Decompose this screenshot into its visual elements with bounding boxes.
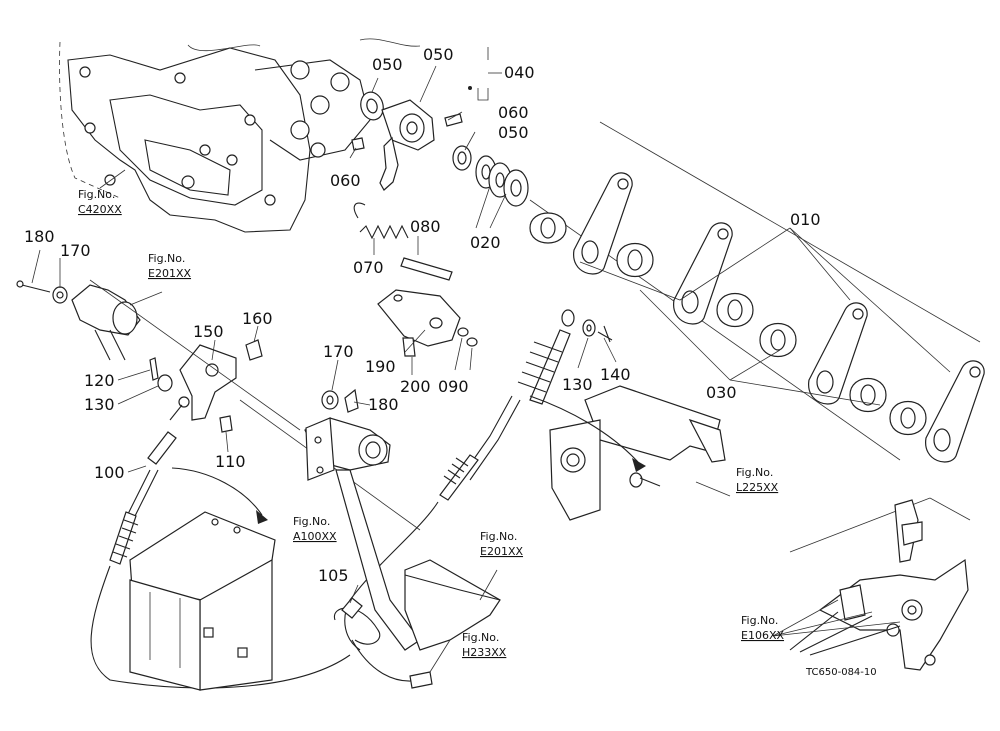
fig-ref-word: Fig.No. [148, 252, 185, 265]
part-label: 105 [318, 566, 349, 585]
part-label: 130 [562, 375, 593, 394]
left-linkage [16, 279, 421, 531]
part-label: 090 [438, 377, 469, 396]
part-label: 180 [368, 395, 399, 414]
fig-ref-code: L225XX [736, 481, 779, 494]
cable-left [90, 431, 351, 689]
fig-ref-word: Fig.No. [78, 188, 115, 201]
part-label: 100 [94, 463, 125, 482]
part-label: 070 [353, 258, 384, 277]
part-label: 010 [790, 210, 821, 229]
part-label: 030 [706, 383, 737, 402]
part-label: 190 [365, 357, 396, 376]
part-label: 140 [600, 365, 631, 384]
part-label: 160 [242, 309, 273, 328]
part-label: 020 [470, 233, 501, 252]
fig-ref-word: Fig.No. [741, 614, 778, 627]
pedal-assembly [304, 388, 501, 651]
transmission-housing [59, 38, 421, 233]
cable-right [344, 309, 613, 651]
part-label: 050 [423, 45, 454, 64]
part-label: 050 [372, 55, 403, 74]
part-label: 060 [498, 103, 529, 122]
part-label: 040 [504, 63, 535, 82]
part-label: 130 [84, 395, 115, 414]
part-label: 110 [215, 452, 246, 471]
part-label: 200 [400, 377, 431, 396]
part-labels: 050 050 040 060 050 060 020 080 070 010 … [24, 45, 821, 585]
bracket-a100xx [129, 511, 276, 691]
assembly-e106xx [789, 497, 971, 671]
part-label: 170 [60, 241, 91, 260]
fig-ref-code: E201XX [148, 267, 191, 280]
part-label: 080 [410, 217, 441, 236]
fig-ref-word: Fig.No. [736, 466, 773, 479]
fig-ref-word: Fig.No. [293, 515, 330, 528]
fig-ref-code: C420XX [78, 203, 122, 216]
lever-assembly [351, 86, 472, 191]
part-label: 180 [24, 227, 55, 246]
clamp-105 [333, 597, 433, 689]
figure-refs: Fig.No. C420XX Fig.No. E201XX Fig.No. L2… [78, 188, 784, 659]
leader-lines [31, 47, 951, 673]
fig-ref-word: Fig.No. [462, 631, 499, 644]
fig-ref-code: E106XX [741, 629, 784, 642]
washer-stack-020 [475, 155, 529, 207]
plate-series [529, 121, 985, 463]
fig-ref-code: H233XX [462, 646, 507, 659]
part-label: 060 [330, 171, 361, 190]
part-label: 150 [193, 322, 224, 341]
part-label: 170 [323, 342, 354, 361]
bracket-l225xx [529, 385, 726, 521]
pin-080 [400, 257, 453, 281]
drawing-code: TC650-084-10 [805, 667, 877, 678]
fig-ref-code: A100XX [293, 530, 337, 543]
fig-ref-code: E201XX [480, 545, 523, 558]
part-label: 120 [84, 371, 115, 390]
part-label: 050 [498, 123, 529, 142]
fig-ref-word: Fig.No. [480, 530, 517, 543]
spring-070 [353, 202, 409, 240]
bracket-190 [377, 289, 478, 357]
